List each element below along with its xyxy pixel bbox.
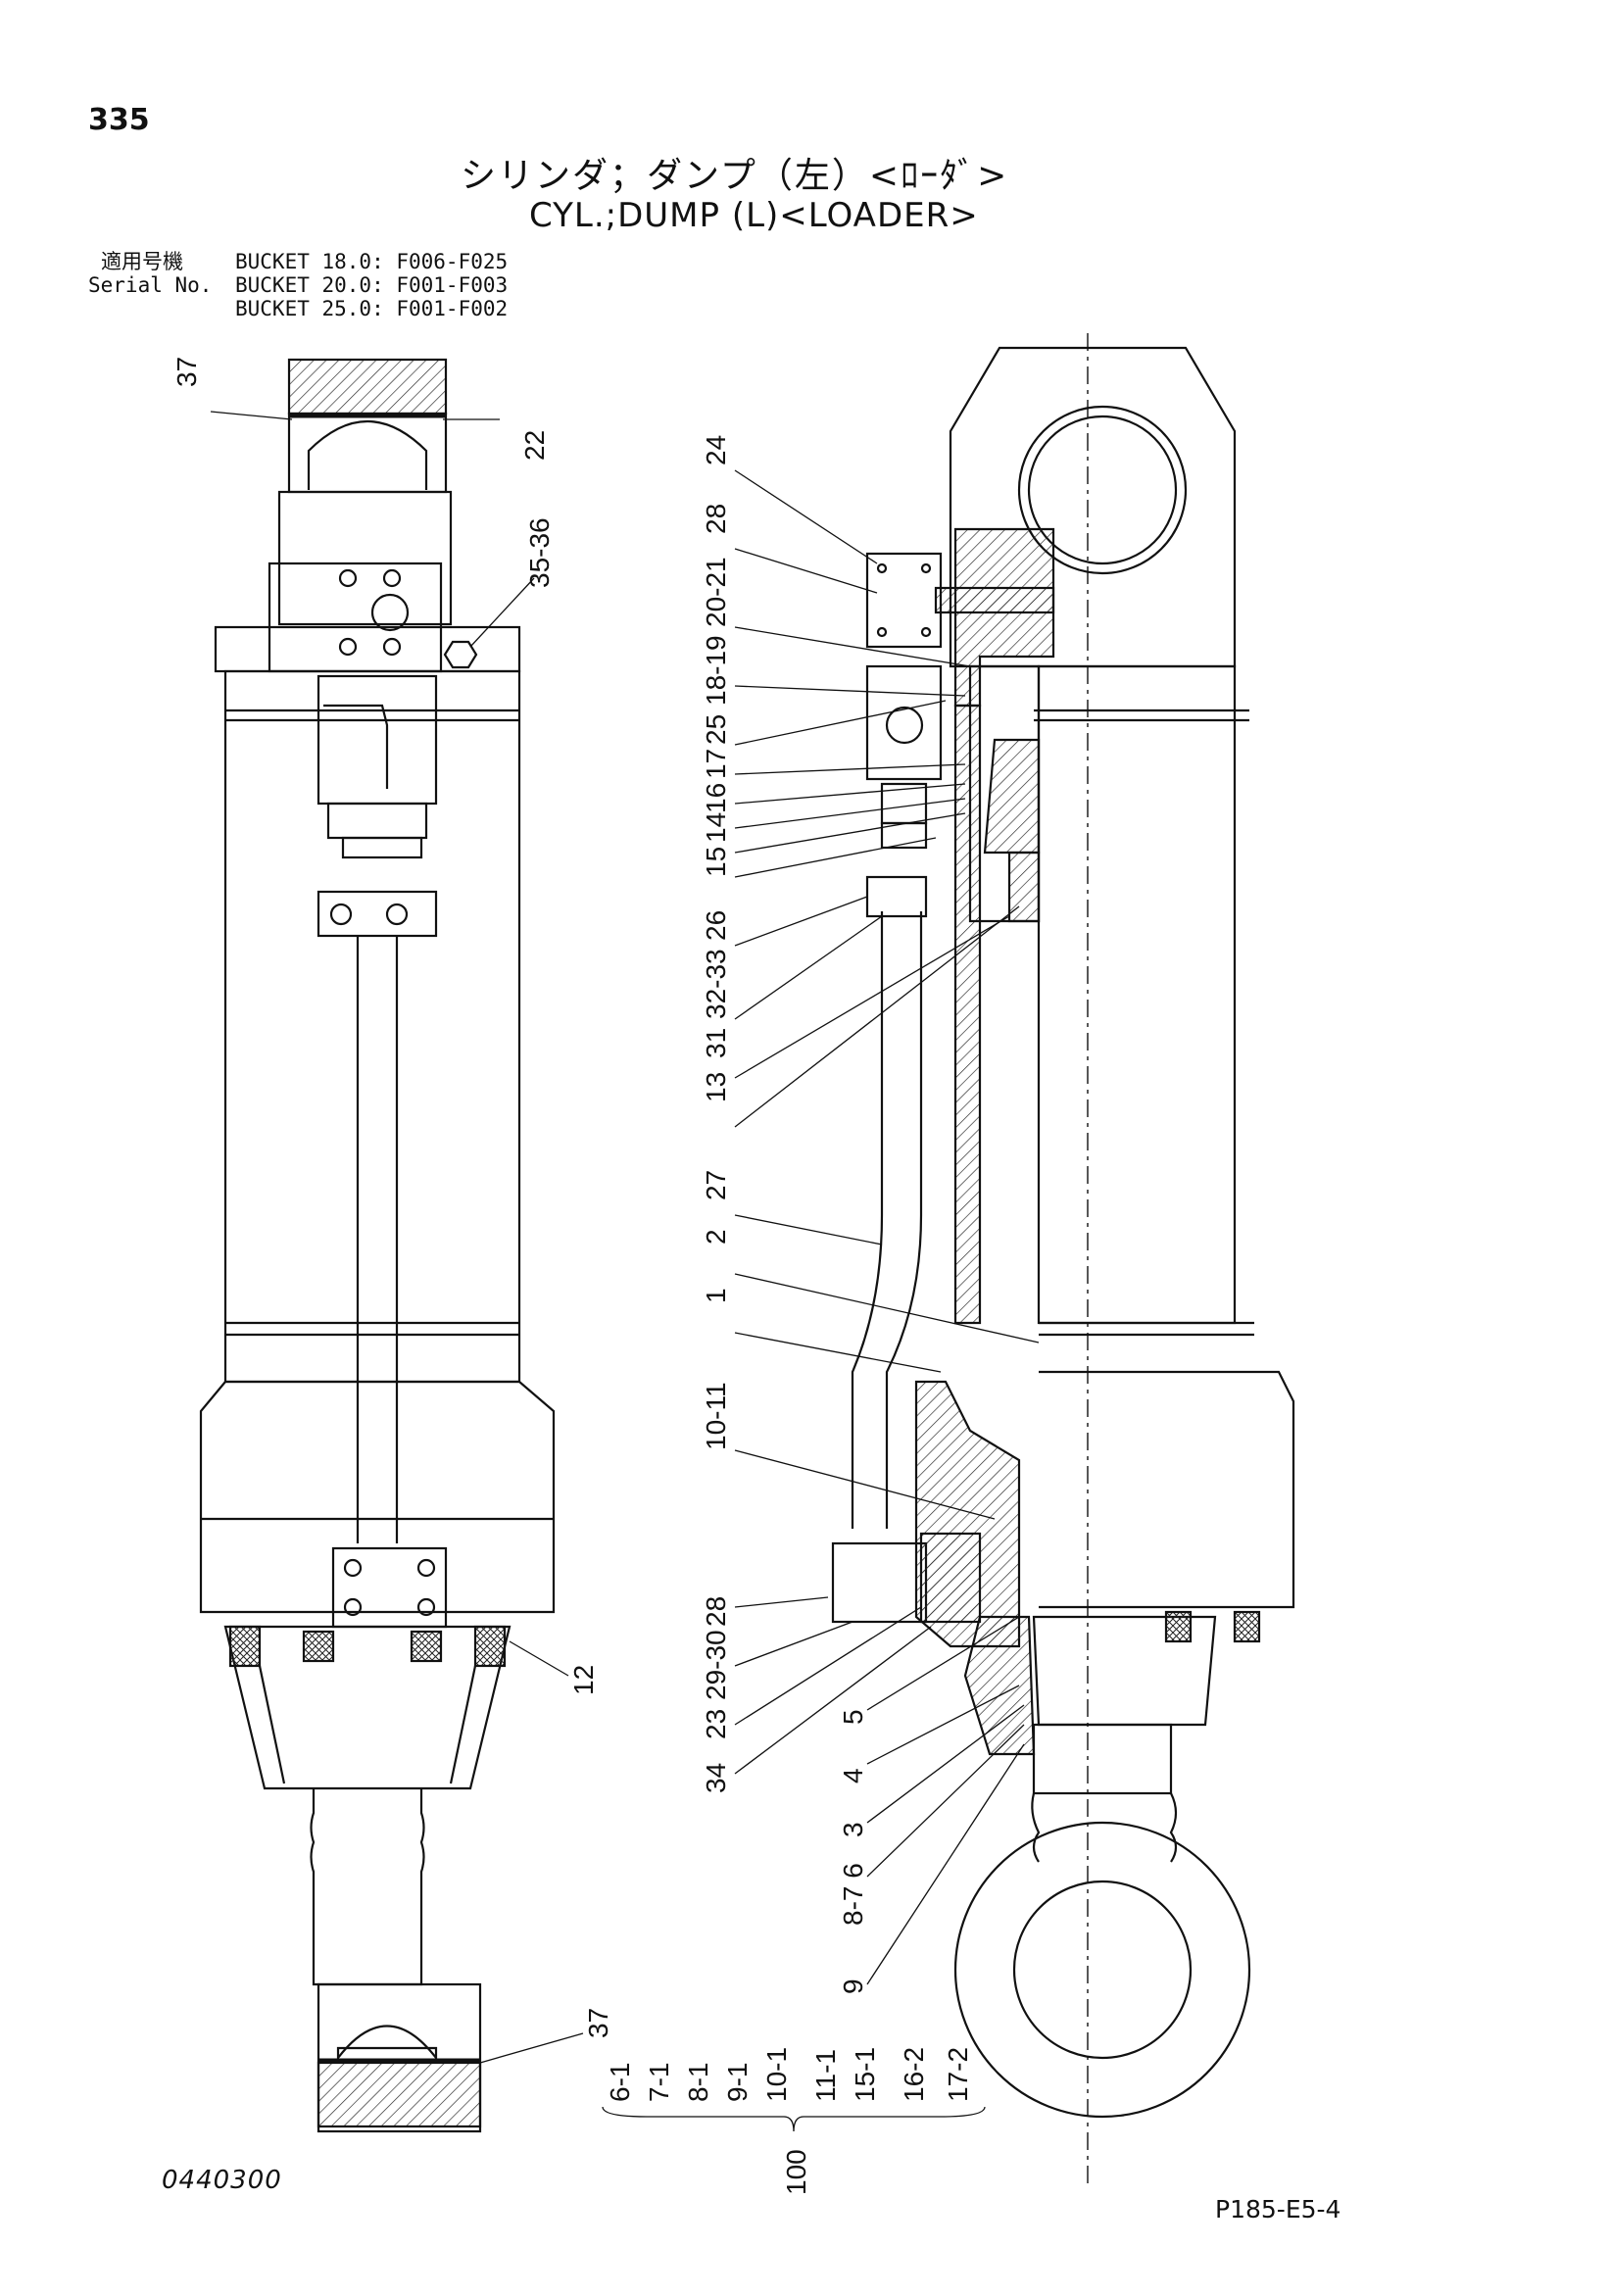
callout-8-7-6: 8-7 6 — [838, 1863, 868, 1926]
kit-item-8-1: 8-1 — [683, 2063, 713, 2102]
callout-2: 2 — [701, 1229, 731, 1245]
callout-27: 27 — [701, 1170, 731, 1200]
callout-24: 24 — [701, 435, 731, 465]
callout-3: 3 — [838, 1822, 868, 1837]
callout-26: 26 — [701, 910, 731, 941]
right-view-cylinder — [831, 333, 1295, 2185]
callout-1: 1 — [701, 1288, 731, 1303]
callout-9: 9 — [838, 1978, 868, 1994]
serial-label-english: Serial No. — [88, 273, 213, 297]
callout-15: 15 — [701, 847, 731, 877]
serial-label-japanese: 適用号機 — [101, 250, 183, 273]
callout-18-19: 18-19 — [701, 635, 731, 706]
callout-14: 14 — [701, 812, 731, 843]
callout-13: 13 — [701, 1072, 731, 1102]
callout-16: 16 — [701, 783, 731, 813]
leader-lines — [210, 411, 1040, 2132]
page-number: 335 — [88, 103, 150, 137]
callout-4: 4 — [838, 1768, 868, 1783]
serial-line-2: BUCKET 20.0: F001-F003 — [235, 273, 509, 297]
callout-22: 22 — [519, 430, 550, 461]
title-english: CYL.;DUMP (L)<LOADER> — [529, 196, 979, 235]
callout-10-11: 10-11 — [701, 1382, 731, 1450]
page-code: P185-E5-4 — [1215, 2195, 1341, 2223]
drawing-number: 0440300 — [162, 2166, 282, 2195]
kit-item-15-1: 15-1 — [850, 2047, 880, 2102]
callout-35-36: 35-36 — [524, 517, 555, 588]
title-japanese: シリンダ；ダンプ（左）<ﾛｰﾀﾞ> — [461, 156, 1009, 196]
kit-total: 100 — [781, 2149, 811, 2195]
kit-item-17-2: 17-2 — [943, 2047, 973, 2102]
callout-28-top: 28 — [701, 504, 731, 534]
serial-line-1: BUCKET 18.0: F006-F025 — [235, 250, 509, 273]
callout-32-33: 32-33 — [701, 949, 731, 1019]
kit-item-10-1: 10-1 — [761, 2047, 792, 2102]
kit-item-9-1: 9-1 — [722, 2063, 753, 2102]
callout-31: 31 — [701, 1028, 731, 1058]
callout-17: 17 — [701, 749, 731, 779]
callout-37-top: 37 — [171, 357, 202, 387]
kit-item-7-1: 7-1 — [644, 2063, 674, 2102]
callout-labels: 37 22 35-36 12 37 24 28 20-21 18-19 25 1… — [171, 357, 973, 2195]
callout-23: 23 — [701, 1709, 731, 1739]
callout-37-bottom: 37 — [583, 2008, 613, 2038]
callout-29-30: 29-30 — [701, 1630, 731, 1700]
callout-12: 12 — [568, 1665, 599, 1695]
kit-item-11-1: 11-1 — [810, 2049, 841, 2102]
serial-line-3: BUCKET 25.0: F001-F002 — [235, 297, 509, 320]
callout-28-bottom: 28 — [701, 1596, 731, 1627]
callout-20-21: 20-21 — [701, 557, 731, 627]
callout-5: 5 — [838, 1709, 868, 1725]
callout-25: 25 — [701, 714, 731, 745]
callout-34: 34 — [701, 1763, 731, 1793]
left-view-cylinder — [199, 358, 556, 2133]
kit-item-6-1: 6-1 — [605, 2063, 635, 2102]
kit-item-16-2: 16-2 — [899, 2047, 929, 2102]
